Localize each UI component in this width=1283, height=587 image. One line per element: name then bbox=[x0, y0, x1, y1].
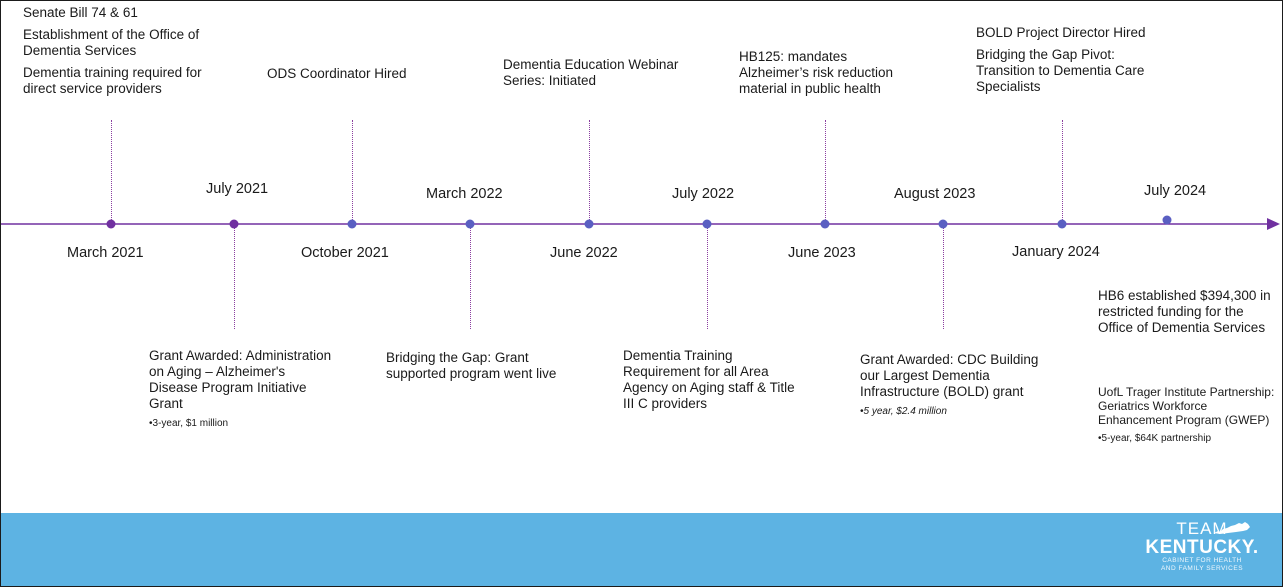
event-title: BOLD Project Director Hired bbox=[976, 25, 1146, 40]
date-august-2023: August 2023 bbox=[894, 186, 976, 202]
event-note: •5-year, $64K partnership bbox=[1098, 433, 1212, 444]
connector-line bbox=[352, 120, 353, 224]
event-dementia-education: Dementia Education Webinar Series: Initi… bbox=[503, 57, 679, 88]
connector-line bbox=[111, 120, 112, 224]
date-july-2021: July 2021 bbox=[206, 181, 269, 197]
date-july-2024: July 2024 bbox=[1144, 183, 1207, 199]
timeline-dot bbox=[347, 219, 357, 229]
footer-band bbox=[1, 513, 1282, 586]
connector-line bbox=[589, 120, 590, 224]
timeline-dot bbox=[820, 219, 830, 229]
timeline-dot bbox=[106, 219, 116, 229]
timeline-dot bbox=[938, 219, 948, 229]
team-kentucky-logo: TEAM KENTUCKY. CABINET FOR HEALTH AND FA… bbox=[1142, 520, 1262, 582]
event-note: •5 year, $2.4 million bbox=[860, 406, 947, 417]
logo-kentucky-text: KENTUCKY. bbox=[1145, 537, 1259, 558]
event-bridging-gap: Bridging the Gap: Grant supported progra… bbox=[386, 350, 557, 381]
event-title: Grant Awarded: Administration on Aging –… bbox=[149, 348, 332, 411]
timeline-dot bbox=[584, 219, 594, 229]
timeline-dot bbox=[229, 219, 239, 229]
timeline-dot bbox=[702, 219, 712, 229]
date-october-2021: October 2021 bbox=[301, 245, 389, 261]
logo-cabinet-line: CABINET FOR HEALTH bbox=[1162, 557, 1242, 564]
date-june-2023: June 2023 bbox=[788, 245, 856, 261]
connector-line bbox=[943, 224, 944, 329]
event-grant-cdc: Grant Awarded: CDC Building our Largest … bbox=[860, 352, 1040, 424]
date-june-2022: June 2022 bbox=[550, 245, 618, 261]
event-bold-director: BOLD Project Director Hired Bridging the… bbox=[976, 25, 1156, 101]
connector-line bbox=[707, 224, 708, 329]
event-detail: Bridging the Gap Pivot: Transition to De… bbox=[976, 47, 1145, 94]
event-title: Senate Bill 74 & 61 bbox=[23, 5, 138, 20]
event-training-requirement: Dementia Training Requirement for all Ar… bbox=[623, 348, 795, 411]
connector-line bbox=[234, 224, 235, 329]
timeline-dot bbox=[465, 219, 475, 229]
date-march-2021: March 2021 bbox=[67, 245, 144, 261]
timeline-dot bbox=[1057, 219, 1067, 229]
event-title: Grant Awarded: CDC Building our Largest … bbox=[860, 352, 1039, 399]
date-january-2024: January 2024 bbox=[1012, 244, 1100, 260]
timeline-axis bbox=[1, 218, 1280, 230]
timeline-dot bbox=[1162, 215, 1172, 225]
event-detail: Establishment of the Office of Dementia … bbox=[23, 27, 200, 58]
event-ods-coordinator: ODS Coordinator Hired bbox=[267, 66, 407, 81]
connector-line bbox=[470, 224, 471, 329]
event-senate-bill: Senate Bill 74 & 61 Establishment of the… bbox=[23, 5, 213, 103]
connector-line bbox=[1062, 120, 1063, 224]
event-grant-aging: Grant Awarded: Administration on Aging –… bbox=[149, 348, 334, 436]
event-detail: Dementia training required for direct se… bbox=[23, 65, 202, 96]
date-march-2022: March 2022 bbox=[426, 186, 503, 202]
event-hb125: HB125: mandates Alzheimer’s risk reducti… bbox=[739, 49, 894, 96]
event-hb6: HB6 established $394,300 in restricted f… bbox=[1098, 288, 1271, 335]
connector-line bbox=[825, 120, 826, 224]
event-note: •3-year, $1 million bbox=[149, 418, 229, 429]
kentucky-state-icon bbox=[1214, 522, 1250, 534]
logo-cabinet-line: AND FAMILY SERVICES bbox=[1160, 565, 1244, 572]
date-july-2022: July 2022 bbox=[672, 186, 735, 202]
event-uofl: UofL Trager Institute Partnership: Geria… bbox=[1098, 385, 1278, 451]
event-title: UofL Trager Institute Partnership: Geria… bbox=[1098, 385, 1275, 427]
